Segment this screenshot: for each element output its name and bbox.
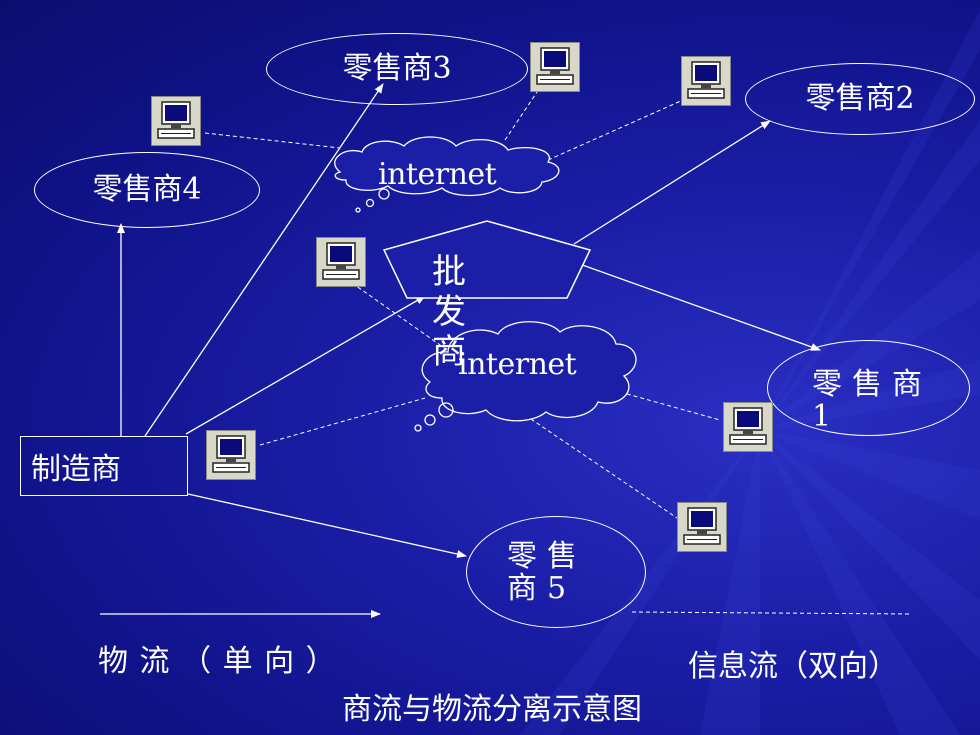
info-flow-lines (204, 79, 913, 615)
arrow-manufacturer-wholesaler (185, 295, 426, 435)
internet-cloud-icon (334, 136, 560, 213)
retailer5-node: 零售商5 (466, 516, 646, 628)
computer-icon (316, 237, 366, 287)
computer-icon (151, 96, 201, 146)
manufacturer-node: 制造商 (20, 436, 188, 496)
arrow-wholesaler-retailer1 (573, 261, 821, 351)
diagram-caption: 商流与物流分离示意图 (342, 692, 642, 727)
internet-cloud-icon (414, 321, 637, 432)
legend-physical-flow: 物 流 （ 单 向 ） (98, 644, 337, 679)
wholesaler-label: 批 发 商 (432, 252, 484, 372)
retailer2-node: 零售商2 (745, 63, 975, 135)
computer-icon (681, 56, 731, 106)
wholesaler-shape (382, 220, 592, 299)
computer-icon (206, 430, 256, 480)
computer-icon (530, 42, 580, 92)
internet-label-middle: internet (458, 347, 577, 382)
internet-label-top: internet (378, 157, 497, 192)
arrow-manufacturer-retailer3 (144, 83, 384, 437)
retailer4-node: 零售商4 (34, 152, 260, 228)
arrow-manufacturer-retailer5 (187, 493, 467, 558)
arrow-wholesaler-retailer2 (573, 120, 771, 245)
computer-icon (677, 502, 727, 552)
computer-icon (723, 402, 773, 452)
retailer1-node: 零售商1 (767, 340, 970, 436)
retailer3-node: 零售商3 (266, 33, 528, 105)
legend-info-flow: 信息流（双向） (688, 649, 898, 684)
